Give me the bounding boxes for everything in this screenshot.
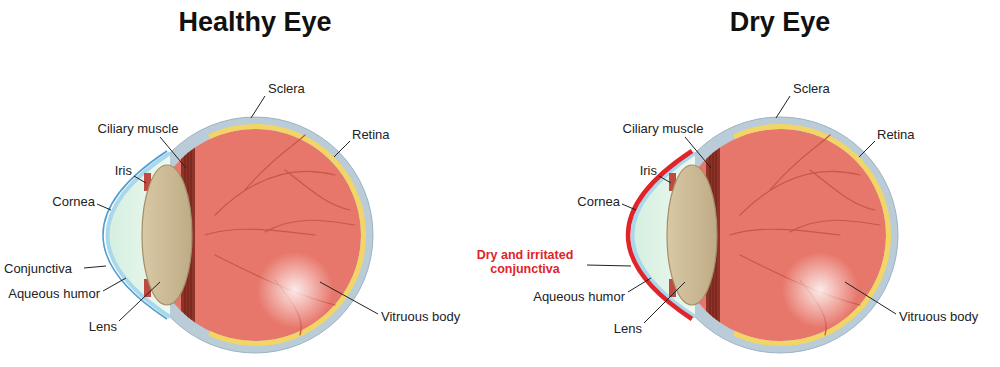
part-label: Sclera bbox=[793, 81, 830, 96]
part-label: Vitruous body bbox=[899, 309, 978, 324]
part-label: Lens bbox=[89, 319, 117, 334]
panel-title: Dry Eye bbox=[730, 6, 831, 38]
part-label: Conjunctiva bbox=[4, 261, 72, 276]
part-label: Sclera bbox=[268, 81, 305, 96]
part-label: Retina bbox=[877, 127, 915, 142]
part-label: Aqueous humor bbox=[533, 289, 625, 304]
conjunctiva-line bbox=[103, 151, 167, 319]
part-label: Iris bbox=[640, 163, 657, 178]
part-label: Lens bbox=[614, 321, 642, 336]
part-label: Vitruous body bbox=[381, 309, 460, 324]
part-label: Retina bbox=[352, 127, 390, 142]
part-label: Iris bbox=[115, 163, 132, 178]
healthy-eye bbox=[103, 117, 373, 353]
part-label: Aqueous humor bbox=[8, 286, 100, 301]
part-label: Ciliary muscle bbox=[98, 121, 179, 136]
part-label: Ciliary muscle bbox=[623, 121, 704, 136]
part-label: Cornea bbox=[577, 194, 620, 209]
panel-title: Healthy Eye bbox=[178, 6, 331, 38]
irritated-conjunctiva bbox=[628, 151, 692, 319]
dry-eye bbox=[628, 117, 898, 353]
warning-label: Dry and irritated conjunctiva bbox=[466, 248, 584, 276]
leader-lines bbox=[84, 96, 896, 323]
part-label: Cornea bbox=[52, 194, 95, 209]
